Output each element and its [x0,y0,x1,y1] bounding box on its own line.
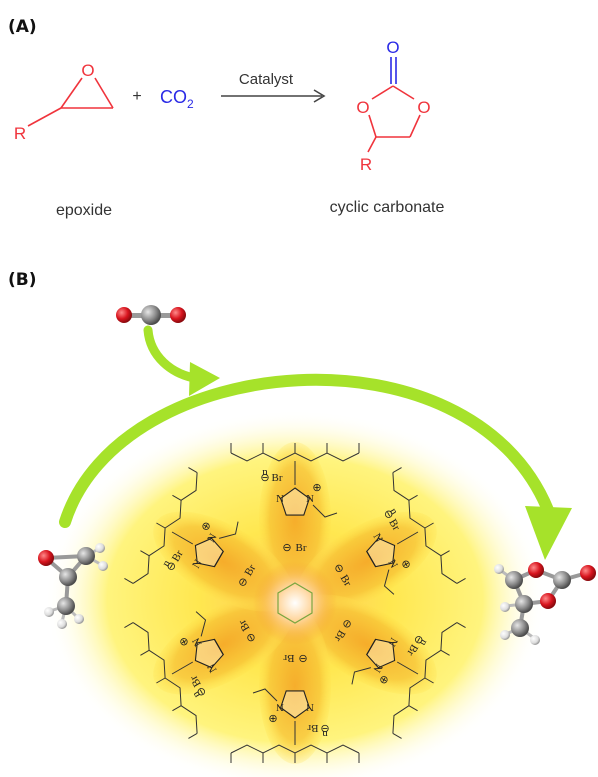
co2-formula: CO2 [160,87,194,111]
green-curved-arrow [59,325,572,560]
repeat-unit-label: n [190,689,203,700]
carbonate-r-group: R [360,155,372,174]
epoxide-oxygen: O [81,61,94,80]
catalyst-label: Catalyst [239,71,294,88]
ring-oxygen-right: O [417,98,430,117]
carbonyl-oxygen: O [386,38,399,57]
plus-sign: + [132,88,141,105]
catalyst-core [253,561,337,645]
ring-nitrogen-label: N [306,701,314,713]
panel-a-label: (A) [8,17,37,37]
anion-charge-label: ⊖ [282,542,291,554]
repeat-unit-label: n [322,728,328,740]
ring-oxygen-left: O [356,98,369,117]
epoxide-r-group: R [14,124,26,143]
repeat-unit-label: n [417,637,430,648]
cyclic-carbonate-structure: O O O R [356,38,430,174]
central-hexagon [277,582,313,624]
bromide-label: Br [307,722,318,734]
imidazolium-arm: NN⊕⊖Brn⊖Br [332,617,466,739]
cyclic-carbonate-molecule-model [494,562,596,645]
epoxide-molecule-model [38,543,108,629]
bromide-label: Br [283,652,294,664]
repeat-unit-label: n [160,558,173,569]
ring-nitrogen-label: N [276,493,284,505]
cation-charge-label: ⊕ [268,712,277,724]
epoxide-structure: O R [14,61,114,143]
cation-charge-label: ⊕ [312,482,321,494]
ring-nitrogen-label: N [276,701,284,713]
epoxide-caption: epoxide [56,202,112,219]
bromide-label: Br [296,542,307,554]
repeat-unit-label: n [387,506,400,517]
bromide-label: Br [272,472,283,484]
carbonate-caption: cyclic carbonate [330,199,445,216]
anion-charge-label: ⊖ [320,722,329,734]
ring-nitrogen-label: N [306,493,314,505]
co2-molecule-model [116,305,186,325]
panel-b-label: (B) [8,270,37,290]
reaction-arrow [221,89,326,103]
repeat-unit-label: n [262,466,268,478]
anion-charge-label: ⊖ [298,652,307,664]
anion-charge-label: ⊖ [260,472,269,484]
